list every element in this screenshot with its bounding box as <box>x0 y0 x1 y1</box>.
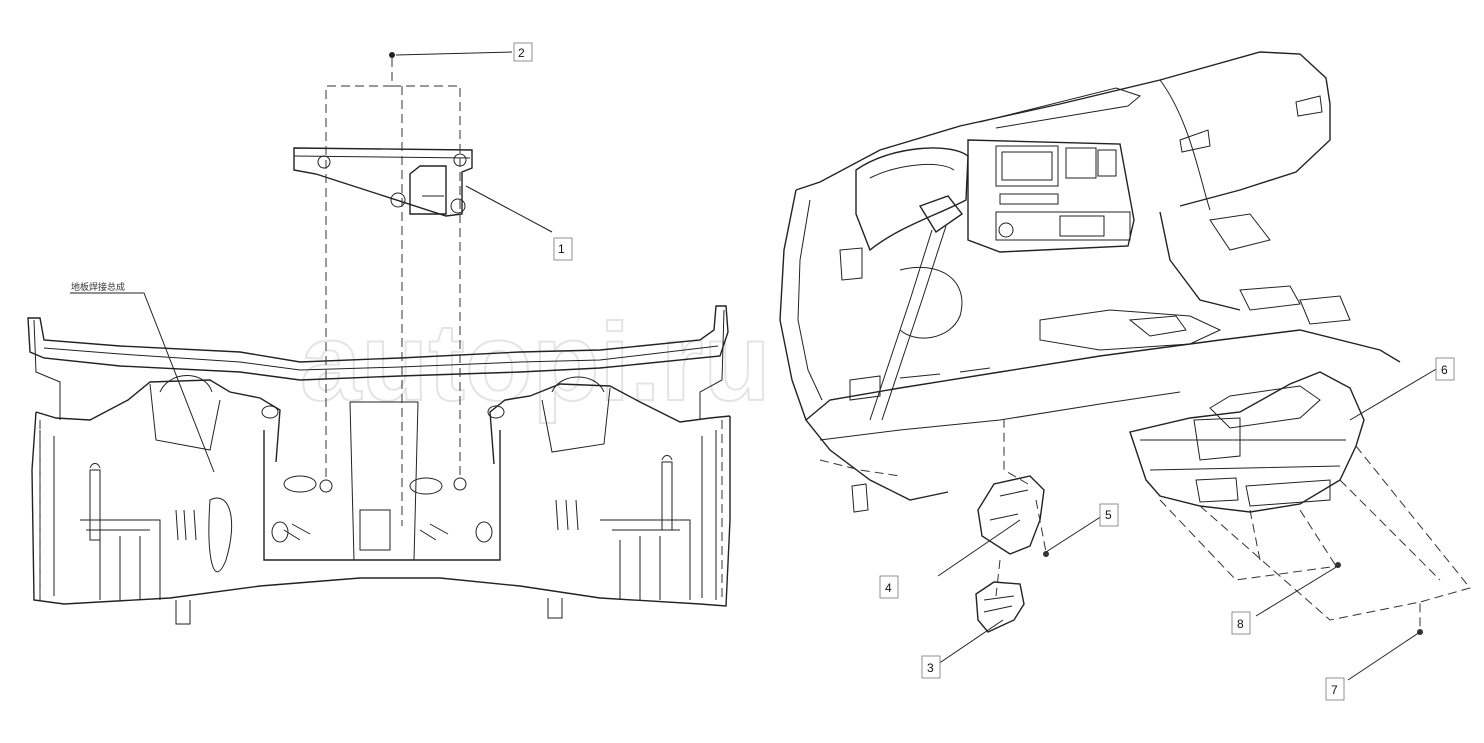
floor-assembly-drawing <box>27 305 731 625</box>
dashboard-interior-drawing <box>779 51 1401 513</box>
bolt-part-2 <box>389 52 395 58</box>
callout-5: 5 <box>1105 508 1112 522</box>
cover-part-3 <box>975 581 1025 633</box>
callout-3: 3 <box>927 661 934 675</box>
callout-2: 2 <box>518 46 525 60</box>
floor-assembly-label: 地板焊接总成 <box>71 281 125 293</box>
console-part-6 <box>1129 371 1365 513</box>
screw-part-5 <box>1043 551 1049 557</box>
callout-7: 7 <box>1331 683 1338 697</box>
callout-8: 8 <box>1237 617 1244 631</box>
callout-6: 6 <box>1441 363 1448 377</box>
callout-1: 1 <box>558 242 565 256</box>
watermark: autopi.ru <box>300 301 771 424</box>
callout-4: 4 <box>885 581 892 595</box>
bracket-part <box>293 147 473 217</box>
